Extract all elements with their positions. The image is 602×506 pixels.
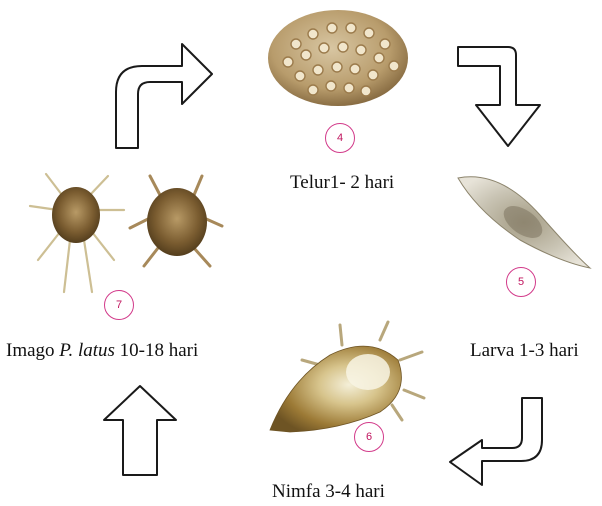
- larva-stage-label: Larva 1-3 hari: [470, 340, 579, 362]
- adult-stage-label: Imago P. latus 10-18 hari: [6, 340, 198, 362]
- stage-badge-egg: 4: [325, 123, 355, 153]
- adult-label-suffix: 10-18 hari: [115, 340, 198, 361]
- egg-image: [268, 10, 408, 106]
- stage-badge-larva: 5: [506, 267, 536, 297]
- larva-label-text: Larva 1-3 hari: [470, 340, 579, 361]
- species-name: P. latus: [59, 340, 115, 361]
- badge-number: 4: [337, 132, 343, 144]
- nymph-stage-label: Nimfa 3-4 hari: [272, 481, 385, 503]
- badge-number: 6: [366, 431, 372, 443]
- badge-number: 7: [116, 299, 122, 311]
- egg-stage-label: Telur1- 2 hari: [290, 172, 394, 194]
- adult-mite-image: [30, 174, 222, 292]
- larva-image: [458, 177, 590, 268]
- adult-label-prefix: Imago: [6, 340, 59, 361]
- egg-label-text: Telur1- 2 hari: [290, 172, 394, 193]
- badge-number: 5: [518, 276, 524, 288]
- nymph-label-text: Nimfa 3-4 hari: [272, 481, 385, 502]
- stage-badge-adult: 7: [104, 290, 134, 320]
- nymph-image: [270, 322, 424, 432]
- stage-badge-nymph: 6: [354, 422, 384, 452]
